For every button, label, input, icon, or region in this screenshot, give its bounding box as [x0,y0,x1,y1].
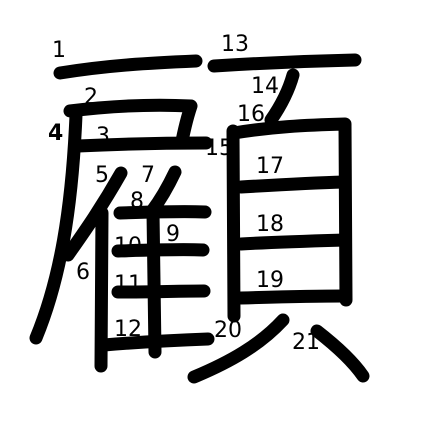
stroke-4 [29,108,83,345]
stroke-number-1: 1 [52,38,66,63]
stroke-number-2: 2 [84,85,98,110]
stroke-5 [61,166,128,262]
stroke-number-11: 11 [114,272,142,297]
stroke-1 [53,54,203,80]
stroke-number-6: 6 [76,260,90,285]
stroke-12 [97,332,215,352]
stroke-3 [71,136,213,153]
stroke-18 [234,233,351,251]
stroke-number-7: 7 [141,163,155,188]
stroke-7 [145,165,182,218]
stroke-15 [226,124,241,323]
stroke-2 [63,98,198,148]
stroke-20 [187,313,290,384]
stroke-number-9: 9 [166,222,180,247]
stroke-number-10: 10 [114,234,142,259]
stroke-21 [310,324,370,383]
stroke-number-13: 13 [221,32,249,57]
stroke-number-18: 18 [256,212,284,237]
stroke-8 [146,205,162,359]
stroke-13 [207,53,362,73]
stroke-number-19: 19 [256,268,284,293]
stroke-number-8: 8 [130,189,144,214]
stroke-number-14: 14 [251,74,279,99]
stroke-9 [113,205,212,220]
stroke-11 [111,284,211,299]
stroke-number-15: 15 [205,136,233,161]
stroke-number-16: 16 [237,102,265,127]
stroke-number-21: 21 [292,330,320,355]
stroke-16 [227,117,353,307]
stroke-number-17: 17 [256,154,284,179]
stroke-14 [264,68,300,127]
stroke-number-3: 3 [96,124,110,149]
stroke-number-20: 20 [214,318,242,343]
stroke-number-4: 4 [48,121,63,146]
stroke-19 [234,289,351,305]
stroke-number-5: 5 [95,163,109,188]
stroke-number-12: 12 [114,317,142,342]
stroke-17 [234,175,351,194]
stroke-10 [111,243,210,258]
